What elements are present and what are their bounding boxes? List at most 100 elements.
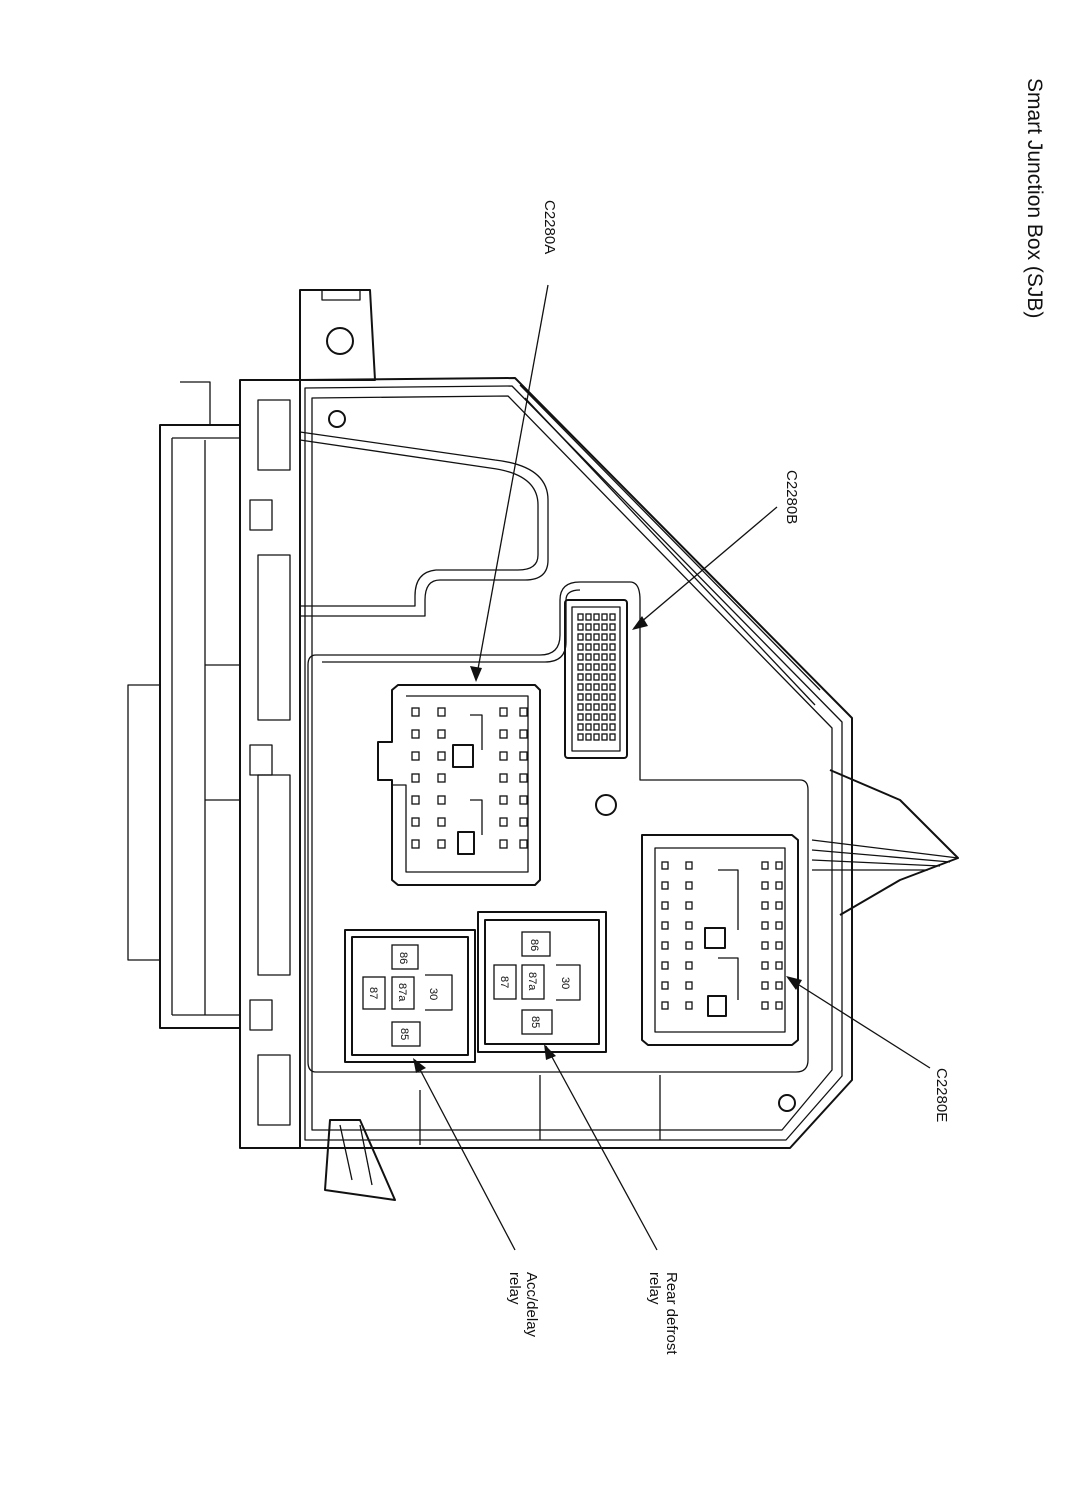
cavity-pin	[411, 729, 420, 739]
cavity-pin	[661, 941, 669, 950]
cavity-pin	[593, 613, 600, 621]
cavity-pin	[519, 729, 528, 739]
cavity-pin	[601, 633, 608, 641]
cavity-pin	[585, 643, 592, 651]
cavity-pin	[499, 751, 508, 761]
cavity-pin	[499, 729, 508, 739]
cavity-pin	[585, 653, 592, 661]
label-acc-delay-line2: relay	[506, 1272, 523, 1305]
cavity-pin	[585, 733, 592, 741]
cavity-pin	[411, 795, 420, 805]
cavity-pin	[661, 901, 669, 910]
cavity-pin	[519, 751, 528, 761]
cavity-pin	[601, 693, 608, 701]
cavity-pin	[437, 707, 446, 717]
acc-delay-relay: 86 87 87a 30 85	[344, 929, 476, 1063]
cavity-pin	[685, 861, 693, 870]
cavity-pin	[609, 623, 616, 631]
cavity-pin	[775, 981, 783, 990]
cavity-pin	[519, 795, 528, 805]
acc-relay-pin-86: 86	[397, 952, 409, 964]
cavity-pin	[577, 733, 584, 741]
defrost-relay-pin-87a: 87a	[526, 972, 538, 991]
cavity-pin	[601, 613, 608, 621]
acc-relay-pin-87: 87	[367, 987, 379, 999]
diagram-title: Smart Junction Box (SJB)	[1023, 78, 1046, 318]
cavity-pin	[519, 773, 528, 783]
cavity-pin	[577, 713, 584, 721]
cavity-pin	[585, 633, 592, 641]
cavity-pin	[601, 703, 608, 711]
cavity-pin	[661, 921, 669, 930]
cavity-pin	[761, 941, 769, 950]
cavity-pin	[585, 723, 592, 731]
label-rear-defrost-line1: Rear defrost	[663, 1272, 680, 1355]
cavity-pin	[601, 653, 608, 661]
cavity-pin	[585, 683, 592, 691]
cavity-pin	[685, 1001, 693, 1010]
defrost-relay-pin-85: 85	[529, 1016, 541, 1028]
cavity-pin	[593, 673, 600, 681]
cavity-pin	[577, 693, 584, 701]
cavity-pin	[775, 961, 783, 970]
cavity-pin	[761, 1001, 769, 1010]
cavity-pin	[577, 663, 584, 671]
cavity-pin	[685, 901, 693, 910]
cavity-pin	[761, 921, 769, 930]
cavity-pin	[601, 643, 608, 651]
cavity-pin	[761, 861, 769, 870]
cavity-pin	[761, 881, 769, 890]
cavity-pin	[593, 723, 600, 731]
cavity-pin	[593, 713, 600, 721]
cavity-pin	[411, 817, 420, 827]
cavity-pin	[519, 707, 528, 717]
cavity-pin	[519, 839, 528, 849]
cavity-pin	[593, 623, 600, 631]
label-c2280a: C2280A	[541, 200, 558, 254]
cavity-pin	[585, 673, 592, 681]
cavity-pin	[593, 693, 600, 701]
cavity-pin	[775, 901, 783, 910]
cavity-pin	[661, 881, 669, 890]
cavity-pin	[499, 773, 508, 783]
cavity-pin	[609, 693, 616, 701]
cavity-pin	[601, 723, 608, 731]
cavity-pin	[437, 751, 446, 761]
cavity-pin	[609, 733, 616, 741]
cavity-pin	[761, 901, 769, 910]
cavity-pin	[577, 613, 584, 621]
cavity-pin	[411, 839, 420, 849]
cavity-pin	[685, 881, 693, 890]
label-c2280b: C2280B	[783, 470, 800, 524]
cavity-pin	[609, 683, 616, 691]
cavity-pin	[577, 703, 584, 711]
cavity-pin	[499, 817, 508, 827]
cavity-pin	[593, 643, 600, 651]
callout-leaders	[413, 284, 931, 1251]
cavity-pin	[577, 653, 584, 661]
cavity-pin	[609, 663, 616, 671]
cavity-pin	[585, 613, 592, 621]
cavity-pin	[609, 613, 616, 621]
cavity-pin	[437, 773, 446, 783]
cavity-pin	[593, 633, 600, 641]
cavity-pin	[601, 713, 608, 721]
cavity-pin	[775, 861, 783, 870]
cavity-pin	[593, 733, 600, 741]
cavity-pin	[685, 961, 693, 970]
label-rear-defrost-line2: relay	[646, 1272, 663, 1305]
cavity-pin	[593, 653, 600, 661]
cavity-pin	[499, 839, 508, 849]
defrost-relay-pin-86: 86	[528, 939, 540, 951]
cavity-pin	[585, 663, 592, 671]
cavity-pin	[577, 683, 584, 691]
cavity-pin	[609, 653, 616, 661]
cavity-pin	[593, 663, 600, 671]
cavity-pin	[601, 733, 608, 741]
connector-c2280e	[641, 834, 799, 1046]
cavity-pin	[775, 921, 783, 930]
label-acc-delay-line1: Acc/delay	[523, 1272, 540, 1338]
cavity-pin	[577, 723, 584, 731]
cavity-pin	[499, 795, 508, 805]
